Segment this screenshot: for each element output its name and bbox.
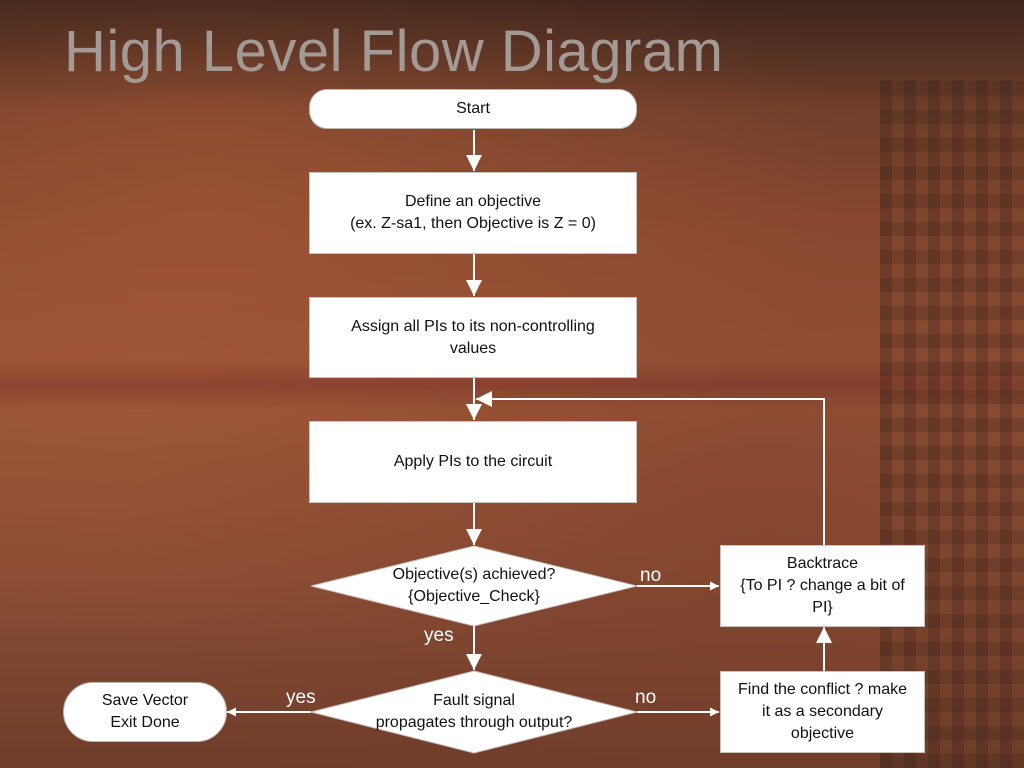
start-label: Start [456, 100, 490, 117]
backtrace-line3: PI} [812, 599, 833, 616]
fault-propagation-line1: Fault signal [433, 692, 515, 709]
apply-pis-label: Apply PIs to the circuit [393, 453, 553, 470]
start-node: Start [309, 89, 637, 129]
objective-check-line1: Objective(s) achieved? [392, 566, 556, 583]
decision-fault-propagation [310, 670, 638, 754]
define-objective-line2: (ex. Z-sa1, then Objective is Z = 0) [350, 215, 596, 232]
arrow-backtrace-to-apply [476, 391, 825, 545]
objective-check-label: Objective(s) achieved? {Objective_Check} [340, 563, 608, 609]
objective-check-line2: {Objective_Check} [408, 588, 540, 605]
edge-label-propagate-no: no [635, 687, 657, 708]
fault-propagation-line2: propagates through output? [375, 714, 573, 731]
backtrace-line1: Backtrace [786, 555, 859, 572]
find-conflict-line2: it as a secondary [762, 703, 883, 720]
assign-pis-line1: Assign all PIs to its non-controlling [351, 317, 595, 335]
define-objective-node: Define an objective (ex. Z-sa1, then Obj… [309, 172, 637, 254]
backtrace-line2: {To PI ? change a bit of [740, 577, 905, 594]
edge-label-propagate-yes: yes [286, 687, 316, 708]
save-vector-line1: Save Vector [101, 692, 189, 709]
assign-pis-line2: values [449, 339, 497, 357]
edge-label-check-yes: yes [424, 625, 454, 646]
decision-objective-check [310, 545, 638, 627]
backtrace-node: Backtrace {To PI ? change a bit of PI} [720, 545, 925, 627]
find-conflict-node: Find the conflict ? make it as a seconda… [720, 671, 925, 753]
save-vector-node: Save Vector Exit Done [63, 682, 227, 742]
fault-propagation-label: Fault signal propagates through output? [340, 689, 608, 735]
find-conflict-line3: objective [790, 725, 855, 742]
define-objective-line1: Define an objective [404, 193, 542, 210]
save-vector-line2: Exit Done [110, 714, 180, 731]
assign-pis-node: Assign all PIs to its non-controlling va… [309, 297, 637, 378]
page-title: High Level Flow Diagram [64, 19, 724, 84]
edge-label-check-no: no [640, 565, 662, 586]
find-conflict-line1: Find the conflict ? make [738, 681, 907, 698]
apply-pis-node: Apply PIs to the circuit [309, 421, 637, 503]
